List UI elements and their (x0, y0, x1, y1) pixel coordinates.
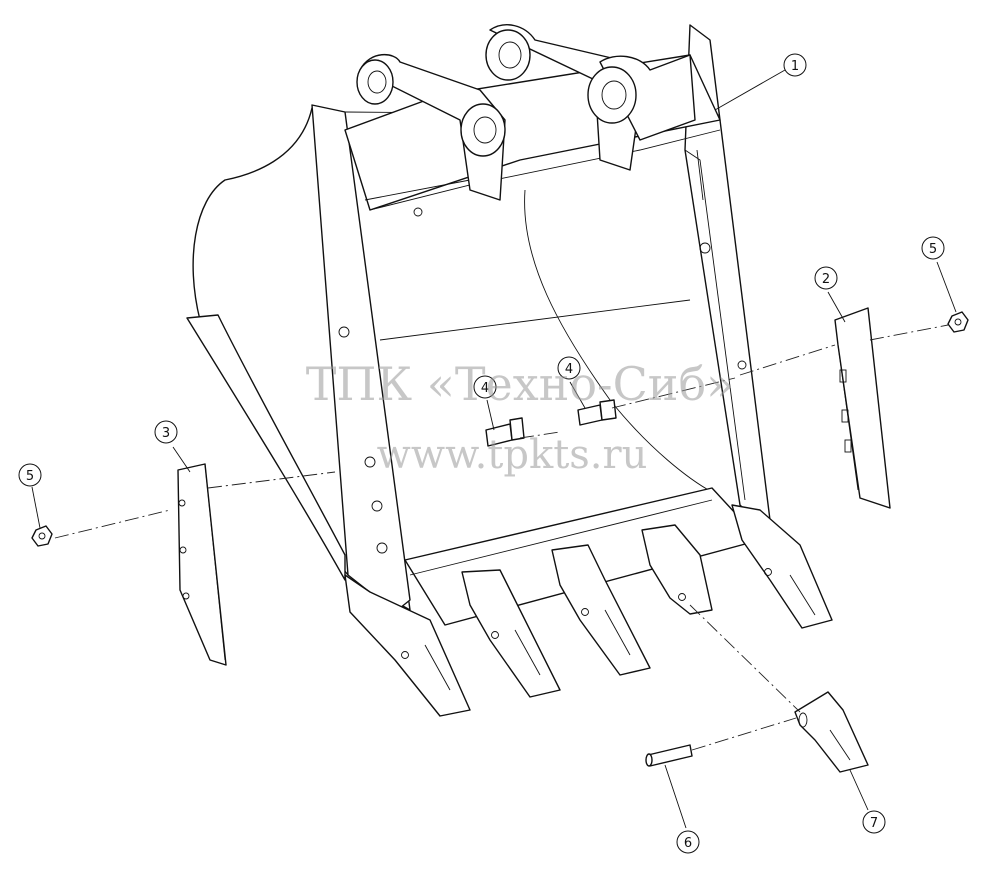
callout-4b: 4 (557, 356, 581, 380)
watermark: ТПК «Техно-Сиб» www.tpkts.ru (306, 357, 735, 478)
assembly-axis-lines (54, 324, 949, 751)
callout-label: 6 (684, 836, 692, 851)
callout-6: 6 (676, 830, 700, 854)
callout-label: 5 (26, 469, 34, 484)
loose-tooth (794, 691, 869, 773)
callout-label: 5 (929, 242, 937, 257)
callout-7: 7 (862, 810, 886, 834)
callout-1: 1 (783, 53, 807, 77)
callout-5-right: 5 (921, 236, 945, 260)
side-cutter-right (834, 307, 891, 509)
watermark-company: ТПК «Техно-Сиб» (306, 357, 735, 411)
leader-lines (31, 69, 957, 829)
callout-label: 4 (565, 362, 573, 377)
callout-label: 4 (481, 381, 489, 396)
callout-label: 2 (822, 272, 830, 287)
callout-label: 1 (791, 59, 799, 74)
callout-5-left: 5 (18, 463, 42, 487)
callout-4a: 4 (473, 375, 497, 399)
callout-3: 3 (154, 420, 178, 444)
bolts (485, 399, 617, 447)
callout-label: 3 (162, 426, 170, 441)
side-cutter-left (177, 463, 227, 666)
callout-label: 7 (870, 816, 878, 831)
nuts (31, 311, 969, 547)
callout-2: 2 (814, 266, 838, 290)
bucket-teeth (344, 504, 833, 717)
watermark-url: www.tpkts.ru (377, 432, 648, 478)
tooth-pin (645, 744, 693, 767)
